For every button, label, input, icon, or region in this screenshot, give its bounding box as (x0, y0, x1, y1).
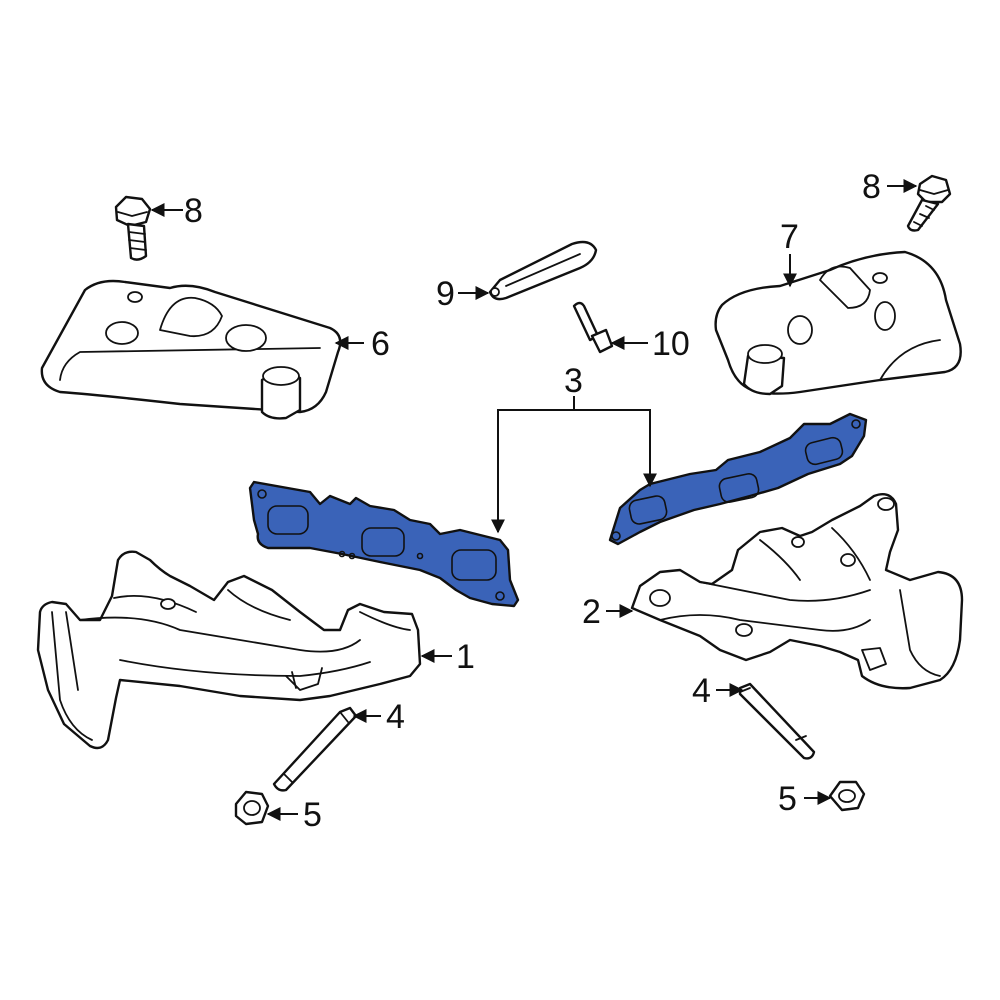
gasket-left-body (248, 480, 520, 608)
callout-1: 1 (456, 638, 475, 676)
callout-9: 9 (436, 275, 455, 313)
leader-lines (150, 179, 918, 821)
stud-right[interactable] (738, 682, 816, 760)
callout-labels: 8 6 9 10 7 8 3 1 2 4 4 5 5 (184, 168, 881, 834)
callout-7: 7 (780, 218, 799, 256)
stud-left[interactable] (272, 706, 358, 792)
callout-8-right: 8 (862, 168, 881, 206)
bolt-left[interactable] (114, 195, 152, 261)
callout-10: 10 (652, 325, 690, 363)
exhaust-manifold-left[interactable] (36, 550, 422, 750)
stud-small[interactable] (572, 301, 614, 354)
heat-shield-left[interactable] (40, 279, 342, 420)
callout-6: 6 (371, 325, 390, 363)
callout-8-left: 8 (184, 192, 203, 230)
callout-3: 3 (564, 362, 583, 400)
callout-4-right: 4 (692, 672, 711, 710)
bracket[interactable] (488, 240, 598, 301)
gasket-right-body (608, 412, 868, 546)
callout-4-left: 4 (386, 698, 405, 736)
callout-5-right: 5 (778, 780, 797, 818)
gasket-left[interactable] (248, 480, 520, 608)
callout-5-left: 5 (303, 796, 322, 834)
callout-2: 2 (582, 593, 601, 631)
bolt-right[interactable] (906, 174, 952, 232)
heat-shield-right[interactable] (714, 250, 962, 396)
exhaust-manifold-right[interactable] (630, 493, 964, 690)
nut-left[interactable] (234, 790, 270, 826)
nut-right[interactable] (828, 780, 866, 812)
